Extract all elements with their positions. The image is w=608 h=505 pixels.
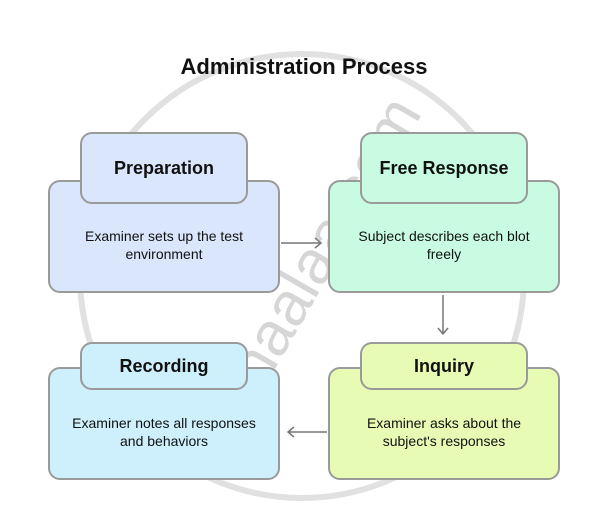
- preparation-text: Examiner sets up the test environment: [85, 228, 243, 262]
- free-response-text: Subject describes each blot freely: [358, 228, 530, 262]
- recording-header: Recording: [80, 342, 248, 390]
- diagram-title: Administration Process: [180, 54, 428, 79]
- arrow-free-response-to-inquiry: [437, 295, 449, 336]
- recording-text: Examiner notes all responses and behavio…: [72, 415, 256, 449]
- inquiry-header: Inquiry: [360, 342, 528, 390]
- inquiry-text: Examiner asks about the subject's respon…: [366, 415, 522, 449]
- arrow-preparation-to-free-response: [281, 237, 323, 249]
- free-response-header: Free Response: [360, 132, 528, 204]
- arrow-inquiry-to-recording: [286, 426, 327, 438]
- preparation-header: Preparation: [80, 132, 248, 204]
